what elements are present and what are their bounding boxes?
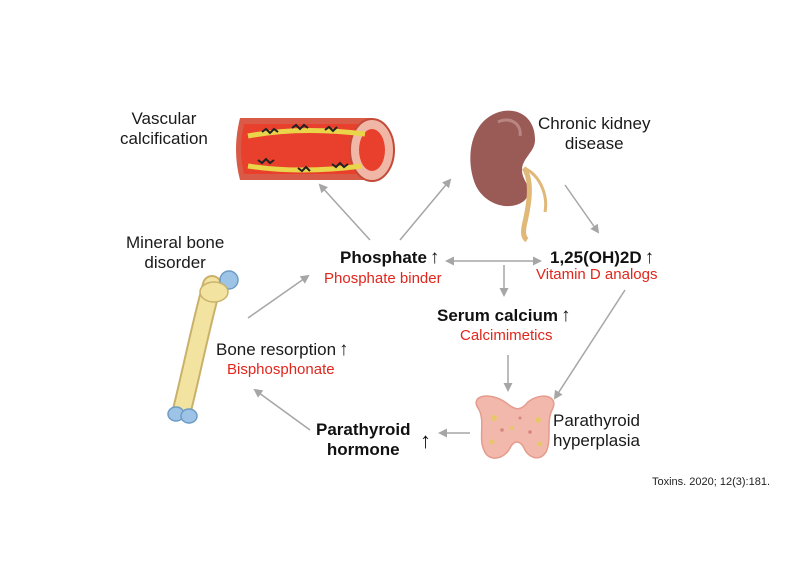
- vitamin-d-up-arrow-icon: ↑: [644, 247, 655, 268]
- parathyroid-label-line2: hyperplasia: [553, 431, 640, 451]
- bone-label-line2: disorder: [144, 253, 206, 273]
- vascular-label-line2: calcification: [120, 129, 208, 149]
- bone-resorption-up-arrow-icon: ↑: [339, 339, 349, 360]
- kidney-label-line2: disease: [564, 134, 624, 154]
- parathyroid-hyperplasia-label: Parathyroid hyperplasia: [553, 411, 640, 452]
- bisphosphonate-label: Bisphosphonate: [227, 361, 335, 378]
- parathyroid-icon: [475, 395, 555, 459]
- arrow-kidney-to-vitd: [564, 184, 600, 234]
- vitamin-d-analogs-label: Vitamin D analogs: [536, 266, 658, 283]
- pth-line1: Parathyroid: [316, 420, 411, 439]
- serum-calcium-name: Serum calcium: [437, 306, 558, 325]
- vascular-calcification-label: Vascular calcification: [120, 109, 208, 150]
- mineral-bone-disorder-label: Mineral bone disorder: [126, 233, 224, 274]
- blood-vessel-icon: [236, 118, 395, 182]
- pth-line2: hormone: [326, 440, 400, 460]
- phosphate-label: Phosphate↑: [340, 247, 439, 270]
- vascular-label-line1: Vascular: [131, 109, 197, 128]
- pth-up-arrow-icon: ↑: [420, 428, 431, 453]
- chronic-kidney-disease-label: Chronic kidney disease: [538, 114, 650, 155]
- bone-icon: [167, 270, 239, 424]
- kidney-icon: [470, 110, 548, 243]
- arrow-pth-to-resorption: [253, 388, 311, 431]
- phosphate-binder-label: Phosphate binder: [324, 270, 442, 287]
- phosphate-up-arrow-icon: ↑: [429, 247, 440, 268]
- serum-calcium-up-arrow-icon: ↑: [560, 305, 571, 326]
- bone-resorption-label: Bone resorption↑: [216, 339, 349, 362]
- phosphate-name: Phosphate: [340, 248, 427, 267]
- pth-label: Parathyroid hormone: [316, 420, 410, 461]
- bone-label-line1: Mineral bone: [126, 233, 225, 252]
- vitamin-d-label: 1,25(OH)2D↑: [550, 247, 654, 270]
- calcimimetics-label: Calcimimetics: [460, 327, 553, 344]
- arrow-phosphate-to-kidney: [399, 178, 452, 241]
- arrow-phosphate-to-vascular: [318, 183, 371, 241]
- parathyroid-label-line1: Parathyroid: [553, 411, 640, 430]
- bone-resorption-name: Bone resorption: [216, 340, 337, 359]
- citation: Toxins. 2020; 12(3):181.: [652, 476, 771, 488]
- arrow-resorption-to-phosphate: [247, 274, 310, 319]
- vitamin-d-name: 1,25(OH)2D: [550, 248, 642, 267]
- arrow-vitd-to-parathyroid: [553, 289, 626, 400]
- serum-calcium-label: Serum calcium↑: [437, 305, 570, 328]
- kidney-label-line1: Chronic kidney: [538, 114, 651, 133]
